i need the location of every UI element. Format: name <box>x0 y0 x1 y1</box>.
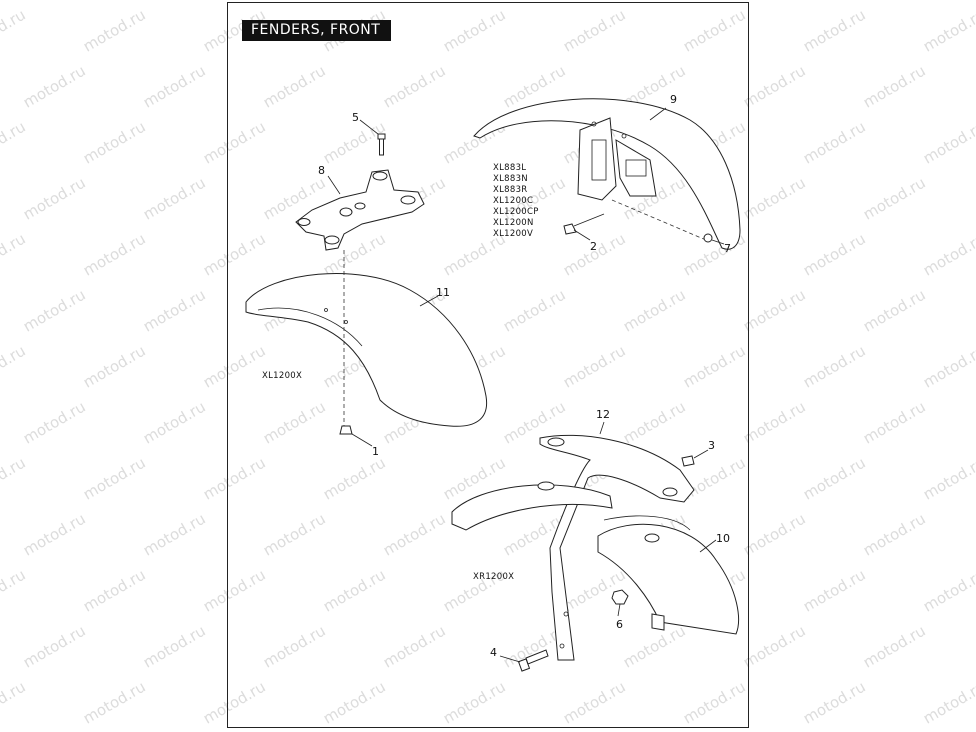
callout-3: 3 <box>708 439 715 452</box>
model-list-9: XL883L XL883N XL883R XL1200C XL1200CP XL… <box>493 163 539 239</box>
callout-6: 6 <box>616 618 623 631</box>
model-label: XL883N <box>493 174 528 184</box>
model-label-xr1200x: XR1200X <box>473 572 514 582</box>
bolt-1 <box>339 425 353 435</box>
callout-1: 1 <box>372 445 379 458</box>
model-label-xl1200x: XL1200X <box>262 371 302 381</box>
front-fender-10 <box>451 481 739 635</box>
callout-10: 10 <box>716 532 730 545</box>
callout-2: 2 <box>590 240 597 253</box>
nut-6 <box>611 589 629 605</box>
nut-7 <box>703 233 713 243</box>
model-label: XL1200C <box>493 196 533 206</box>
diagram-frame <box>227 2 749 728</box>
leader-lines <box>327 107 725 663</box>
page-title: FENDERS, FRONT <box>242 20 391 41</box>
bolt-4 <box>517 649 549 672</box>
model-label: XL1200N <box>493 218 534 228</box>
front-fender-9 <box>473 98 741 250</box>
model-label: XL883R <box>493 185 528 195</box>
fork-bracket-8 <box>295 169 425 251</box>
callout-5: 5 <box>352 111 359 124</box>
model-label: XL883L <box>493 163 526 173</box>
callout-4: 4 <box>490 646 497 659</box>
callout-11: 11 <box>436 286 450 299</box>
callout-8: 8 <box>318 164 325 177</box>
bolt-2 <box>563 213 605 235</box>
model-label: XL1200CP <box>493 207 539 217</box>
bolt-5 <box>377 133 386 156</box>
screw-3 <box>681 455 695 467</box>
leader-dash-9 <box>611 199 707 241</box>
callout-12: 12 <box>596 408 610 421</box>
model-label: XL1200V <box>493 229 533 239</box>
front-fender-11 <box>245 273 488 427</box>
callout-7: 7 <box>724 242 731 255</box>
callout-9: 9 <box>670 93 677 106</box>
